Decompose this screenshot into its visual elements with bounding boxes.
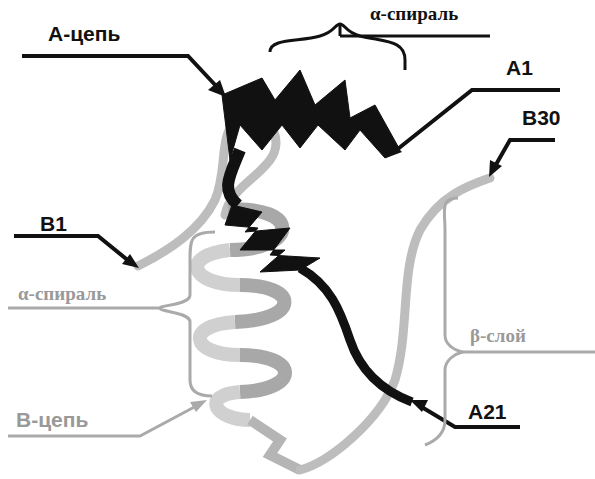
structure-label: α-спираль (370, 4, 458, 25)
leader-lines (14, 56, 560, 427)
residue-label: А21 (468, 400, 507, 423)
bracket (270, 24, 405, 70)
chain-label: А-цепь (48, 22, 120, 45)
grey-leaders (8, 198, 595, 445)
a-chain-ribbon (222, 70, 412, 402)
arrowhead (190, 400, 207, 412)
chain-label: В-цепь (16, 408, 88, 431)
leader-line (340, 24, 490, 36)
structure-label: β-слой (470, 326, 526, 347)
residue-label: А1 (506, 56, 533, 79)
residue-label: В1 (40, 212, 67, 235)
residue-label: В30 (522, 106, 561, 129)
structure-label: α-спираль (18, 284, 106, 305)
